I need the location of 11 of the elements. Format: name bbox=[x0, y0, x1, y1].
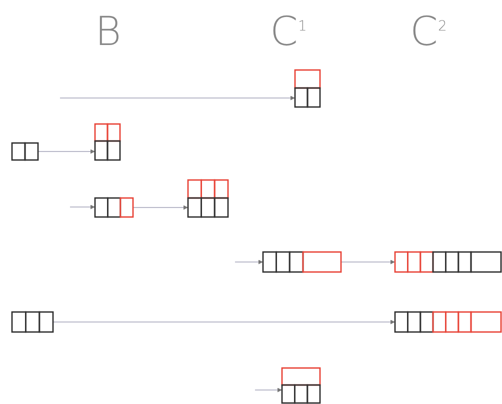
arrow bbox=[60, 96, 296, 100]
arrow bbox=[340, 260, 396, 264]
column-heading: B bbox=[95, 12, 122, 52]
column-heading: C$^{2}$ bbox=[410, 12, 447, 52]
arrow bbox=[132, 205, 188, 210]
arrow bbox=[70, 204, 96, 210]
arrow bbox=[234, 260, 264, 264]
arrow bbox=[52, 320, 396, 324]
arrow bbox=[38, 149, 96, 154]
column-heading: C$^{1}$ bbox=[270, 12, 307, 52]
arrow bbox=[254, 388, 282, 392]
